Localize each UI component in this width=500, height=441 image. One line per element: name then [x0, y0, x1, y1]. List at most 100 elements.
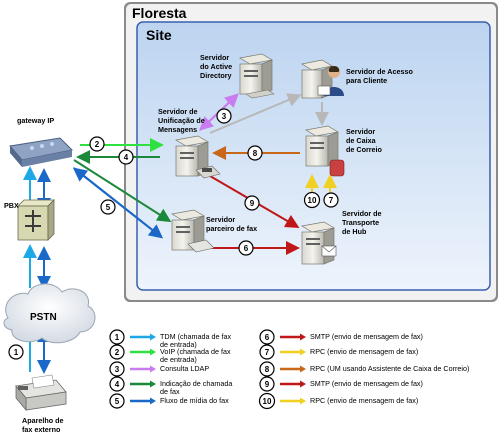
- mailbox-server-node: Servidor de Caixa de Correio: [305, 125, 383, 177]
- hub-label-2: Transporte: [342, 218, 379, 227]
- legend-badge: [259, 376, 275, 392]
- fax-partner-node: Servidor parceiro de fax: [171, 209, 257, 253]
- legend-arrowhead-icon: [300, 333, 306, 341]
- fax-device-label-2: fax externo: [22, 425, 61, 434]
- legend-badge: [109, 361, 125, 377]
- legend-text: Fluxo de mídia do fax: [160, 396, 229, 405]
- gateway-port-icon: [40, 144, 44, 148]
- badge-9: 9: [244, 195, 260, 211]
- svg-text:6: 6: [244, 244, 249, 253]
- mailbox-label-3: de Correio: [346, 145, 383, 154]
- um-server-node: Servidor de Unificação de Mensagens: [158, 107, 221, 179]
- badge-10: 10: [303, 191, 321, 209]
- um-label-1: Servidor de: [158, 107, 198, 116]
- gateway-port-icon: [30, 146, 34, 150]
- svg-text:8: 8: [253, 149, 258, 158]
- badge-1: 1: [8, 344, 24, 360]
- legend-number: 3: [115, 365, 120, 374]
- ad-label-2: do Active: [200, 62, 232, 71]
- legend-number: 4: [115, 380, 120, 389]
- legend-text: Indicação de chamada: [160, 379, 232, 388]
- legend-text: TDM (chamada de fax: [160, 332, 232, 341]
- ad-keyboard-icon: [245, 89, 275, 99]
- svg-text:2: 2: [95, 140, 100, 149]
- badge-3: 3: [216, 108, 232, 124]
- svg-text:7: 7: [329, 196, 334, 205]
- legend-number: 1: [115, 333, 120, 342]
- legend-number: 7: [265, 348, 270, 357]
- legend-text: RPC (envio de mensagem de fax): [310, 396, 418, 405]
- legend-arrowhead-icon: [150, 348, 156, 356]
- mail-envelope-icon: [317, 85, 331, 96]
- gateway-port-icon: [50, 142, 54, 146]
- external-fax-node: Aparelho de fax externo: [15, 374, 67, 434]
- legend-text: RPC (envio de mensagem de fax): [310, 347, 418, 356]
- legend-arrowhead-icon: [150, 397, 156, 405]
- flow-gray-cas: [209, 93, 329, 134]
- legend-badge: [109, 344, 125, 360]
- legend-arrowhead-icon: [150, 380, 156, 388]
- legend-number: 2: [115, 348, 120, 357]
- pstn-cloud: PSTN: [3, 283, 96, 344]
- legend-arrowhead-icon: [150, 365, 156, 373]
- gateway-node: gateway IP: [9, 116, 74, 167]
- legend-badge: [259, 344, 275, 360]
- pbx-node: PBX: [4, 199, 55, 241]
- badge-6: 6: [238, 240, 254, 256]
- svg-text:3: 3: [222, 112, 227, 121]
- legend-arrowhead-icon: [300, 348, 306, 356]
- legend-badge: [109, 393, 125, 409]
- fax-device-label-1: Aparelho de: [22, 416, 64, 425]
- ad-label-3: Directory: [200, 71, 232, 80]
- hub-envelope-icon: [321, 245, 337, 257]
- legend-item-7: 7 RPC (envio de mensagem de fax): [259, 344, 418, 360]
- svg-text:5: 5: [106, 203, 111, 212]
- badge-2: 2: [89, 136, 105, 152]
- ad-label-1: Servidor: [200, 53, 229, 62]
- svg-text:4: 4: [124, 153, 129, 162]
- mailbox-label-2: de Caixa: [346, 136, 377, 145]
- cas-label-1: Servidor de Acesso: [346, 67, 413, 76]
- site-title: Site: [146, 27, 172, 43]
- hub-server-node: Servidor de Transporte de Hub: [301, 209, 382, 265]
- legend-arrowhead-icon: [300, 380, 306, 388]
- svg-text:9: 9: [250, 199, 255, 208]
- cas-server-node: Servidor de Acesso para Cliente: [301, 59, 413, 99]
- badge-5: 5: [100, 199, 116, 215]
- legend-item-3: 3 Consulta LDAP: [109, 361, 209, 377]
- legend-number: 9: [265, 380, 270, 389]
- ad-server-node: Servidor do Active Directory: [200, 53, 275, 99]
- legend-text: SMTP (envio de mensagem de fax): [310, 332, 423, 341]
- legend-text: de entrada): [160, 355, 197, 364]
- legend-badge: [258, 392, 276, 410]
- legend-badge: [259, 361, 275, 377]
- mailbox-label-1: Servidor: [346, 127, 375, 136]
- forest-title: Floresta: [132, 5, 187, 21]
- partner-label-1: Servidor: [206, 215, 235, 224]
- legend-number: 8: [265, 365, 270, 374]
- hub-label-1: Servidor de: [342, 209, 382, 218]
- pbx-switch-icon: [25, 210, 41, 232]
- um-label-3: Mensagens: [158, 125, 197, 134]
- legend-badge: [109, 376, 125, 392]
- legend-arrowhead-icon: [150, 333, 156, 341]
- legend-badge: [109, 329, 125, 345]
- mailbox-db-icon: [329, 159, 345, 177]
- legend-text: SMTP (envio de mensagem de fax): [310, 379, 423, 388]
- badge-7: 7: [323, 192, 339, 208]
- cas-label-2: para Cliente: [346, 76, 387, 85]
- partner-fax-icon: [187, 239, 215, 253]
- legend-text: Consulta LDAP: [160, 364, 209, 373]
- svg-text:10: 10: [308, 196, 317, 205]
- fax-handset-icon: [18, 386, 28, 390]
- legend-arrowhead-icon: [300, 397, 306, 405]
- svg-text:1: 1: [14, 348, 19, 357]
